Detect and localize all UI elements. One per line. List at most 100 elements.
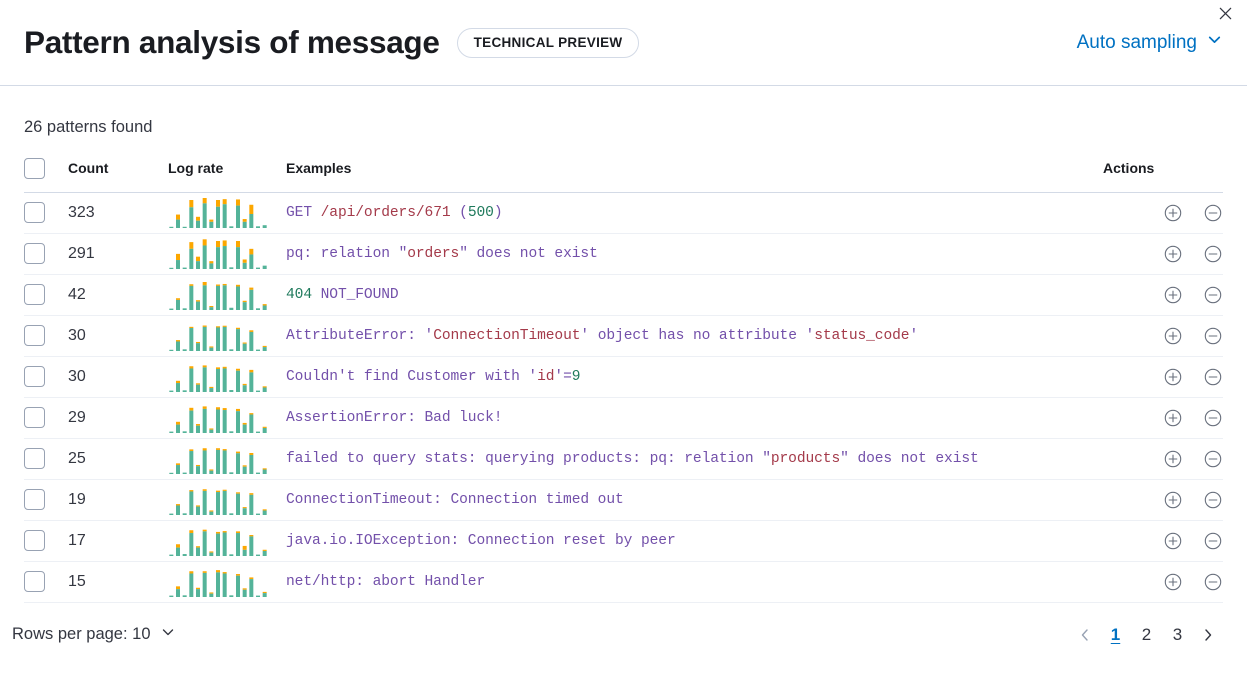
rows-per-page-button[interactable]: Rows per page: 10 bbox=[12, 624, 176, 645]
filter-out-value-button[interactable] bbox=[1203, 408, 1223, 428]
close-icon bbox=[1218, 6, 1233, 24]
row-example: java.io.IOException: Connection reset by… bbox=[286, 520, 1103, 562]
close-button[interactable] bbox=[1212, 2, 1238, 28]
table-row[interactable]: 30 Couldn't find Customer with 'id'=9 bbox=[24, 356, 1223, 398]
count-header[interactable]: Count bbox=[68, 157, 168, 193]
row-select-cell bbox=[24, 356, 68, 398]
table-row[interactable]: 17 java.io.IOException: Connection reset… bbox=[24, 520, 1223, 562]
filter-for-value-button[interactable] bbox=[1163, 326, 1183, 346]
row-count: 30 bbox=[68, 315, 168, 357]
select-all-checkbox[interactable] bbox=[24, 157, 45, 179]
row-select-cell bbox=[24, 315, 68, 357]
pagination-page-1[interactable]: 1 bbox=[1100, 620, 1131, 650]
filter-for-value-button[interactable] bbox=[1163, 572, 1183, 592]
table-body: 323 GET /api/orders/671 (500) 291 pq: re… bbox=[24, 192, 1223, 603]
header-right: Auto sampling bbox=[1077, 31, 1223, 54]
table-row[interactable]: 42 404 NOT_FOUND bbox=[24, 274, 1223, 316]
log-rate-sparkline bbox=[169, 448, 267, 474]
filter-for-value-button[interactable] bbox=[1163, 244, 1183, 264]
log-rate-sparkline bbox=[169, 365, 267, 392]
filter-for-value-button[interactable] bbox=[1163, 408, 1183, 428]
example-token: ConnectionTimeout: Connection timed out bbox=[286, 491, 624, 508]
plus-in-circle-icon bbox=[1163, 491, 1183, 513]
filter-for-value-button[interactable] bbox=[1163, 203, 1183, 223]
row-log-rate bbox=[168, 192, 286, 234]
example-token: ' bbox=[580, 327, 590, 344]
row-log-rate bbox=[168, 561, 286, 603]
filter-out-value-button[interactable] bbox=[1203, 244, 1223, 264]
log-rate-header[interactable]: Log rate bbox=[168, 157, 286, 193]
filter-for-value-button[interactable] bbox=[1163, 285, 1183, 305]
row-actions bbox=[1103, 356, 1223, 398]
log-rate-sparkline bbox=[169, 529, 267, 556]
table-row[interactable]: 323 GET /api/orders/671 (500) bbox=[24, 192, 1223, 234]
plus-in-circle-icon bbox=[1163, 245, 1183, 267]
auto-sampling-label: Auto sampling bbox=[1076, 31, 1197, 53]
table-row[interactable]: 15 net/http: abort Handler bbox=[24, 561, 1223, 603]
minus-in-circle-icon bbox=[1203, 368, 1223, 390]
pagination-page-2[interactable]: 2 bbox=[1131, 620, 1162, 650]
row-example: ConnectionTimeout: Connection timed out bbox=[286, 479, 1103, 521]
row-checkbox[interactable] bbox=[24, 243, 45, 265]
minus-in-circle-icon bbox=[1203, 450, 1223, 472]
row-checkbox[interactable] bbox=[24, 571, 45, 593]
example-token: id bbox=[537, 368, 555, 385]
filter-out-value-button[interactable] bbox=[1203, 490, 1223, 510]
table-row[interactable]: 25 failed to query stats: querying produ… bbox=[24, 438, 1223, 480]
filter-out-value-button[interactable] bbox=[1203, 531, 1223, 551]
log-rate-sparkline bbox=[169, 281, 267, 310]
pagination-next-button[interactable] bbox=[1193, 620, 1223, 650]
filter-for-value-button[interactable] bbox=[1163, 367, 1183, 387]
row-checkbox[interactable] bbox=[24, 407, 45, 429]
patterns-table: Count Log rate Examples Actions 323 GET … bbox=[24, 157, 1223, 603]
minus-in-circle-icon bbox=[1203, 286, 1223, 308]
pagination-previous-button[interactable] bbox=[1070, 620, 1100, 650]
row-checkbox[interactable] bbox=[24, 284, 45, 306]
filter-for-value-button[interactable] bbox=[1163, 531, 1183, 551]
filter-for-value-button[interactable] bbox=[1163, 490, 1183, 510]
row-example: GET /api/orders/671 (500) bbox=[286, 192, 1103, 234]
example-token: NOT_FOUND bbox=[311, 286, 399, 303]
plus-in-circle-icon bbox=[1163, 286, 1183, 308]
minus-in-circle-icon bbox=[1203, 409, 1223, 431]
filter-out-value-button[interactable] bbox=[1203, 572, 1223, 592]
example-token: ' bbox=[424, 327, 434, 344]
filter-out-value-button[interactable] bbox=[1203, 449, 1223, 469]
example-token: does not exist bbox=[848, 450, 979, 467]
row-count: 19 bbox=[68, 479, 168, 521]
example-token: status_code bbox=[814, 327, 910, 344]
filter-out-value-button[interactable] bbox=[1203, 203, 1223, 223]
filter-out-value-button[interactable] bbox=[1203, 326, 1223, 346]
filter-for-value-button[interactable] bbox=[1163, 449, 1183, 469]
row-log-rate bbox=[168, 233, 286, 275]
row-checkbox[interactable] bbox=[24, 530, 45, 552]
row-actions bbox=[1103, 561, 1223, 603]
minus-in-circle-icon bbox=[1203, 491, 1223, 513]
row-checkbox[interactable] bbox=[24, 489, 45, 511]
table-row[interactable]: 19 ConnectionTimeout: Connection timed o… bbox=[24, 479, 1223, 521]
row-example: net/http: abort Handler bbox=[286, 561, 1103, 603]
table-header: Count Log rate Examples Actions bbox=[24, 157, 1223, 193]
row-actions bbox=[1103, 274, 1223, 316]
examples-header[interactable]: Examples bbox=[286, 157, 1103, 193]
example-token: products bbox=[770, 450, 841, 467]
auto-sampling-button[interactable]: Auto sampling bbox=[1077, 31, 1223, 54]
row-checkbox[interactable] bbox=[24, 202, 45, 224]
row-checkbox[interactable] bbox=[24, 325, 45, 347]
table-row[interactable]: 29 AssertionError: Bad luck! bbox=[24, 397, 1223, 439]
example-token: pq: relation bbox=[286, 245, 399, 262]
filter-out-value-button[interactable] bbox=[1203, 285, 1223, 305]
row-checkbox[interactable] bbox=[24, 366, 45, 388]
log-rate-sparkline bbox=[169, 489, 267, 515]
minus-in-circle-icon bbox=[1203, 204, 1223, 226]
pagination-page-3[interactable]: 3 bbox=[1162, 620, 1193, 650]
filter-out-value-button[interactable] bbox=[1203, 367, 1223, 387]
plus-in-circle-icon bbox=[1163, 368, 1183, 390]
chevron-down-icon bbox=[160, 624, 176, 645]
row-checkbox[interactable] bbox=[24, 448, 45, 470]
title-group: Pattern analysis of message TECHNICAL PR… bbox=[24, 26, 640, 59]
table-row[interactable]: 30 AttributeError: 'ConnectionTimeout' o… bbox=[24, 315, 1223, 357]
table-row[interactable]: 291 pq: relation "orders" does not exist bbox=[24, 233, 1223, 275]
flyout-header: Pattern analysis of message TECHNICAL PR… bbox=[0, 0, 1247, 86]
